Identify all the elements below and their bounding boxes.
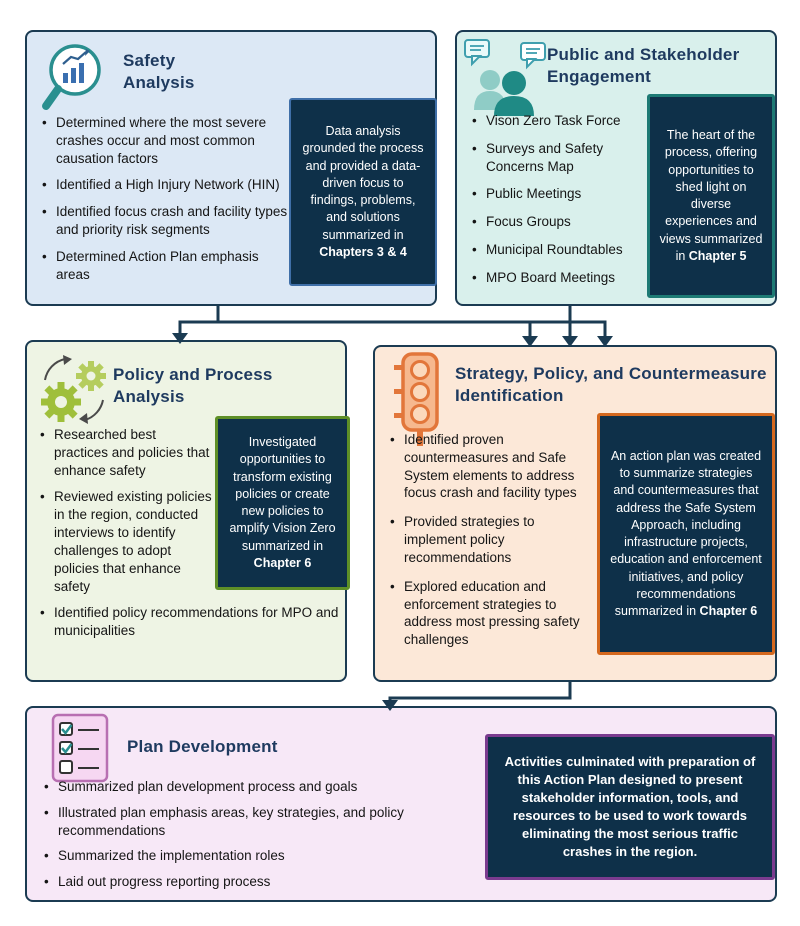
- bullet-item: Vison Zero Task Force: [469, 112, 637, 130]
- callout-text: Activities culminated with preparation o…: [504, 754, 756, 859]
- bullet-item: Public Meetings: [469, 185, 637, 203]
- bullet-item: Reviewed existing policies in the region…: [37, 488, 212, 595]
- bullet-item: Municipal Roundtables: [469, 241, 637, 259]
- bullet-item: Determined where the most severe crashes…: [39, 114, 291, 167]
- gears-cycle-icon: [41, 355, 106, 424]
- callout-chapter-ref: Chapters 3 & 4: [319, 244, 407, 259]
- policy-process-analysis-title: Policy and Process Analysis: [113, 365, 273, 406]
- bullet-item: Identified policy recommendations for MP…: [37, 604, 345, 640]
- callout-text-block: Activities culminated with preparation o…: [497, 753, 763, 861]
- public-stakeholder-engagement-title: Public and Stakeholder Engagement: [547, 45, 740, 86]
- plan-development-box: Plan Development Summarized plan develop…: [25, 706, 777, 902]
- magnifier-bar-chart-icon: [42, 44, 101, 110]
- bullet-item: Provided strategies to implement policy …: [387, 513, 592, 566]
- bullet-item: Identified focus crash and facility type…: [39, 203, 291, 239]
- bullet-item: Explored education and enforcement strat…: [387, 578, 592, 649]
- callout-text-block: Investigated opportunities to transform …: [227, 434, 338, 572]
- strategy-bullet-list: Identified proven countermeasures and Sa…: [387, 431, 592, 660]
- bullet-item: Researched best practices and policies t…: [37, 426, 212, 479]
- gear-small: [76, 361, 106, 391]
- bullet-item: Determined Action Plan emphasis areas: [39, 248, 291, 284]
- safety-callout: Data analysis grounded the process and p…: [289, 98, 437, 286]
- callout-text-block: An action plan was created to summarize …: [609, 448, 763, 621]
- callout-chapter-ref: Chapter 5: [688, 248, 747, 263]
- callout-chapter-ref: Chapter 6: [253, 555, 312, 570]
- bullet-item: Identified a High Injury Network (HIN): [39, 176, 291, 194]
- callout-text: The heart of the process, offering oppor…: [659, 128, 763, 263]
- gear-large: [41, 382, 81, 422]
- bullet-item: Surveys and Safety Concerns Map: [469, 140, 637, 176]
- connector-strategy-to-plan: [388, 680, 572, 703]
- policy-bullet-list: Researched best practices and policies t…: [37, 426, 345, 649]
- engagement-callout: The heart of the process, offering oppor…: [647, 94, 775, 298]
- callout-text: Investigated opportunities to transform …: [229, 435, 336, 553]
- bullet-item: Summarized plan development process and …: [41, 778, 481, 796]
- bullet-item: MPO Board Meetings: [469, 269, 637, 287]
- safety-analysis-box: Safety Analysis Determined where the mos…: [25, 30, 437, 306]
- callout-text-block: Data analysis grounded the process and p…: [300, 123, 426, 261]
- callout-text: Data analysis grounded the process and p…: [302, 124, 424, 242]
- callout-text: An action plan was created to summarize …: [610, 448, 762, 618]
- public-stakeholder-engagement-box: Public and Stakeholder Engagement Vison …: [455, 30, 777, 306]
- traffic-light-icon: [394, 352, 439, 446]
- callout-text-block: The heart of the process, offering oppor…: [659, 127, 763, 265]
- policy-callout: Investigated opportunities to transform …: [215, 416, 350, 590]
- bullet-item: Summarized the implementation roles: [41, 847, 481, 865]
- plan-development-title: Plan Development: [127, 737, 278, 756]
- strategy-countermeasure-box: Strategy, Policy, and Countermeasure Ide…: [373, 345, 777, 682]
- plan-bullet-list: Summarized plan development process and …: [41, 778, 481, 899]
- engagement-bullet-list: Vison Zero Task Force Surveys and Safety…: [469, 112, 637, 297]
- bullet-item: Illustrated plan emphasis areas, key str…: [41, 804, 481, 840]
- bullet-item: Focus Groups: [469, 213, 637, 231]
- bullet-item: Identified proven countermeasures and Sa…: [387, 431, 592, 502]
- checklist-document-icon: [51, 713, 109, 783]
- callout-chapter-ref: Chapter 6: [699, 604, 758, 618]
- safety-bullet-list: Determined where the most severe crashes…: [39, 114, 291, 293]
- safety-analysis-title: Safety Analysis: [123, 51, 195, 92]
- people-speech-bubbles-icon: [464, 39, 546, 116]
- plan-callout: Activities culminated with preparation o…: [485, 734, 775, 880]
- strategy-callout: An action plan was created to summarize …: [597, 413, 775, 655]
- policy-process-analysis-box: Policy and Process Analysis Researched b…: [25, 340, 350, 682]
- bullet-item: Laid out progress reporting process: [41, 873, 481, 891]
- strategy-countermeasure-title: Strategy, Policy, and Countermeasure Ide…: [455, 364, 767, 405]
